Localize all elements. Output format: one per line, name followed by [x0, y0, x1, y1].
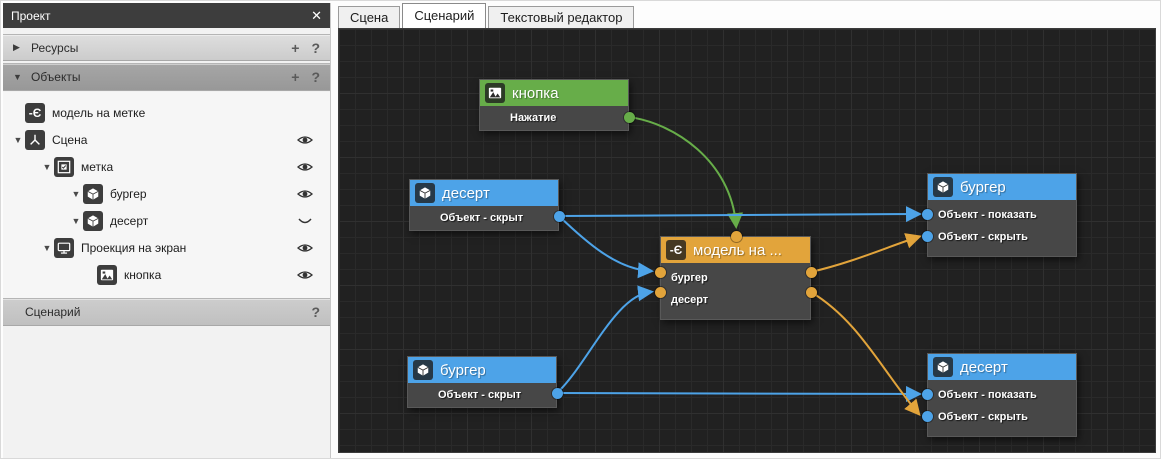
- port-model-burger-in[interactable]: [655, 267, 666, 278]
- visibility-eye-open-icon[interactable]: [296, 239, 314, 257]
- port-model-desert-in[interactable]: [655, 287, 666, 298]
- object-tree: -Є модель на метке ▼ Сцена ▼ ме: [3, 92, 330, 298]
- marker-icon: [54, 157, 74, 177]
- add-resource-button[interactable]: +: [291, 40, 299, 56]
- tree-item-model-na-metke[interactable]: -Є модель на метке: [3, 99, 330, 126]
- tree-item-proekcia-na-ekran[interactable]: ▼ Проекция на экран: [3, 234, 330, 261]
- port-burger-pokazat-in[interactable]: [922, 209, 933, 220]
- add-object-button[interactable]: +: [291, 69, 299, 85]
- tab-scenarij[interactable]: Сценарий: [402, 3, 486, 28]
- image-icon: [97, 265, 117, 285]
- port-desert-skryt-in[interactable]: [922, 411, 933, 422]
- close-icon[interactable]: ✕: [311, 8, 322, 24]
- chevron-down-icon[interactable]: ▼: [69, 189, 83, 199]
- port-burger-skryt-out[interactable]: [552, 388, 563, 399]
- section-scenario-label: Сценарий: [25, 305, 80, 319]
- tree-item-burger[interactable]: ▼ бургер: [3, 180, 330, 207]
- visibility-eye-open-icon[interactable]: [296, 266, 314, 284]
- chevron-down-icon[interactable]: ▼: [69, 216, 83, 226]
- port-model-desert-out[interactable]: [806, 287, 817, 298]
- chevron-down-icon[interactable]: ▼: [13, 72, 23, 82]
- port-desert-pokazat-in[interactable]: [922, 389, 933, 400]
- edge-knopka-to-model[interactable]: [629, 117, 736, 225]
- section-resources[interactable]: ▶ Ресурсы + ?: [3, 34, 330, 61]
- help-objects-button[interactable]: ?: [311, 69, 320, 85]
- port-model-top-in[interactable]: [731, 231, 742, 242]
- visibility-eye-closed-icon[interactable]: [296, 212, 314, 230]
- model3d-icon: [83, 184, 103, 204]
- edges-layer: [339, 29, 1157, 454]
- section-objects-label: Объекты: [31, 70, 81, 84]
- project-panel-title: Проект: [11, 9, 51, 23]
- visibility-eye-open-icon[interactable]: [296, 185, 314, 203]
- help-resources-button[interactable]: ?: [311, 40, 320, 56]
- tree-item-metka[interactable]: ▼ метка: [3, 153, 330, 180]
- visibility-eye-open-icon[interactable]: [296, 158, 314, 176]
- screen-projection-icon: [54, 238, 74, 258]
- tab-scena[interactable]: Сцена: [338, 6, 400, 28]
- port-burger-skryt-in[interactable]: [922, 231, 933, 242]
- port-desert-skryt-out[interactable]: [554, 211, 565, 222]
- section-objects[interactable]: ▼ Объекты + ?: [3, 63, 330, 91]
- edge-desert-to-model-burger[interactable]: [559, 216, 650, 271]
- scenario-graph-canvas[interactable]: кнопка Нажатие десерт Объект - скрыт -Є …: [338, 28, 1156, 453]
- tree-item-desert[interactable]: ▼ десерт: [3, 207, 330, 234]
- chevron-right-icon[interactable]: ▶: [13, 42, 23, 53]
- tab-tekstovyj-redaktor[interactable]: Текстовый редактор: [488, 6, 634, 28]
- tree-item-scena[interactable]: ▼ Сцена: [3, 126, 330, 153]
- port-model-burger-out[interactable]: [806, 267, 817, 278]
- visibility-eye-open-icon[interactable]: [296, 131, 314, 149]
- chevron-down-icon[interactable]: ▼: [11, 135, 25, 145]
- project-panel: Проект ✕ ▶ Ресурсы + ? ▼ Объекты + ? -Є: [3, 3, 331, 458]
- edge-burger-to-model-desert[interactable]: [557, 292, 650, 393]
- editor-tabbar: Сцена Сценарий Текстовый редактор: [338, 3, 636, 28]
- logic-model-icon: -Є: [25, 103, 45, 123]
- section-resources-label: Ресурсы: [31, 41, 78, 55]
- tree-item-knopka[interactable]: кнопка: [3, 261, 330, 288]
- chevron-down-icon[interactable]: ▼: [40, 243, 54, 253]
- edge-burger-to-desert-pokazat[interactable]: [557, 393, 918, 394]
- scene-icon: [25, 130, 45, 150]
- model3d-icon: [83, 211, 103, 231]
- chevron-down-icon[interactable]: ▼: [40, 162, 54, 172]
- project-panel-titlebar: Проект ✕: [3, 3, 330, 28]
- edge-model-to-burger-skryt[interactable]: [811, 237, 918, 272]
- edge-desert-to-burger-pokazat[interactable]: [559, 214, 918, 216]
- help-scenario-button[interactable]: ?: [311, 304, 320, 320]
- section-scenario[interactable]: Сценарий ?: [3, 298, 330, 326]
- port-knopka-nazhatie-out[interactable]: [624, 112, 635, 123]
